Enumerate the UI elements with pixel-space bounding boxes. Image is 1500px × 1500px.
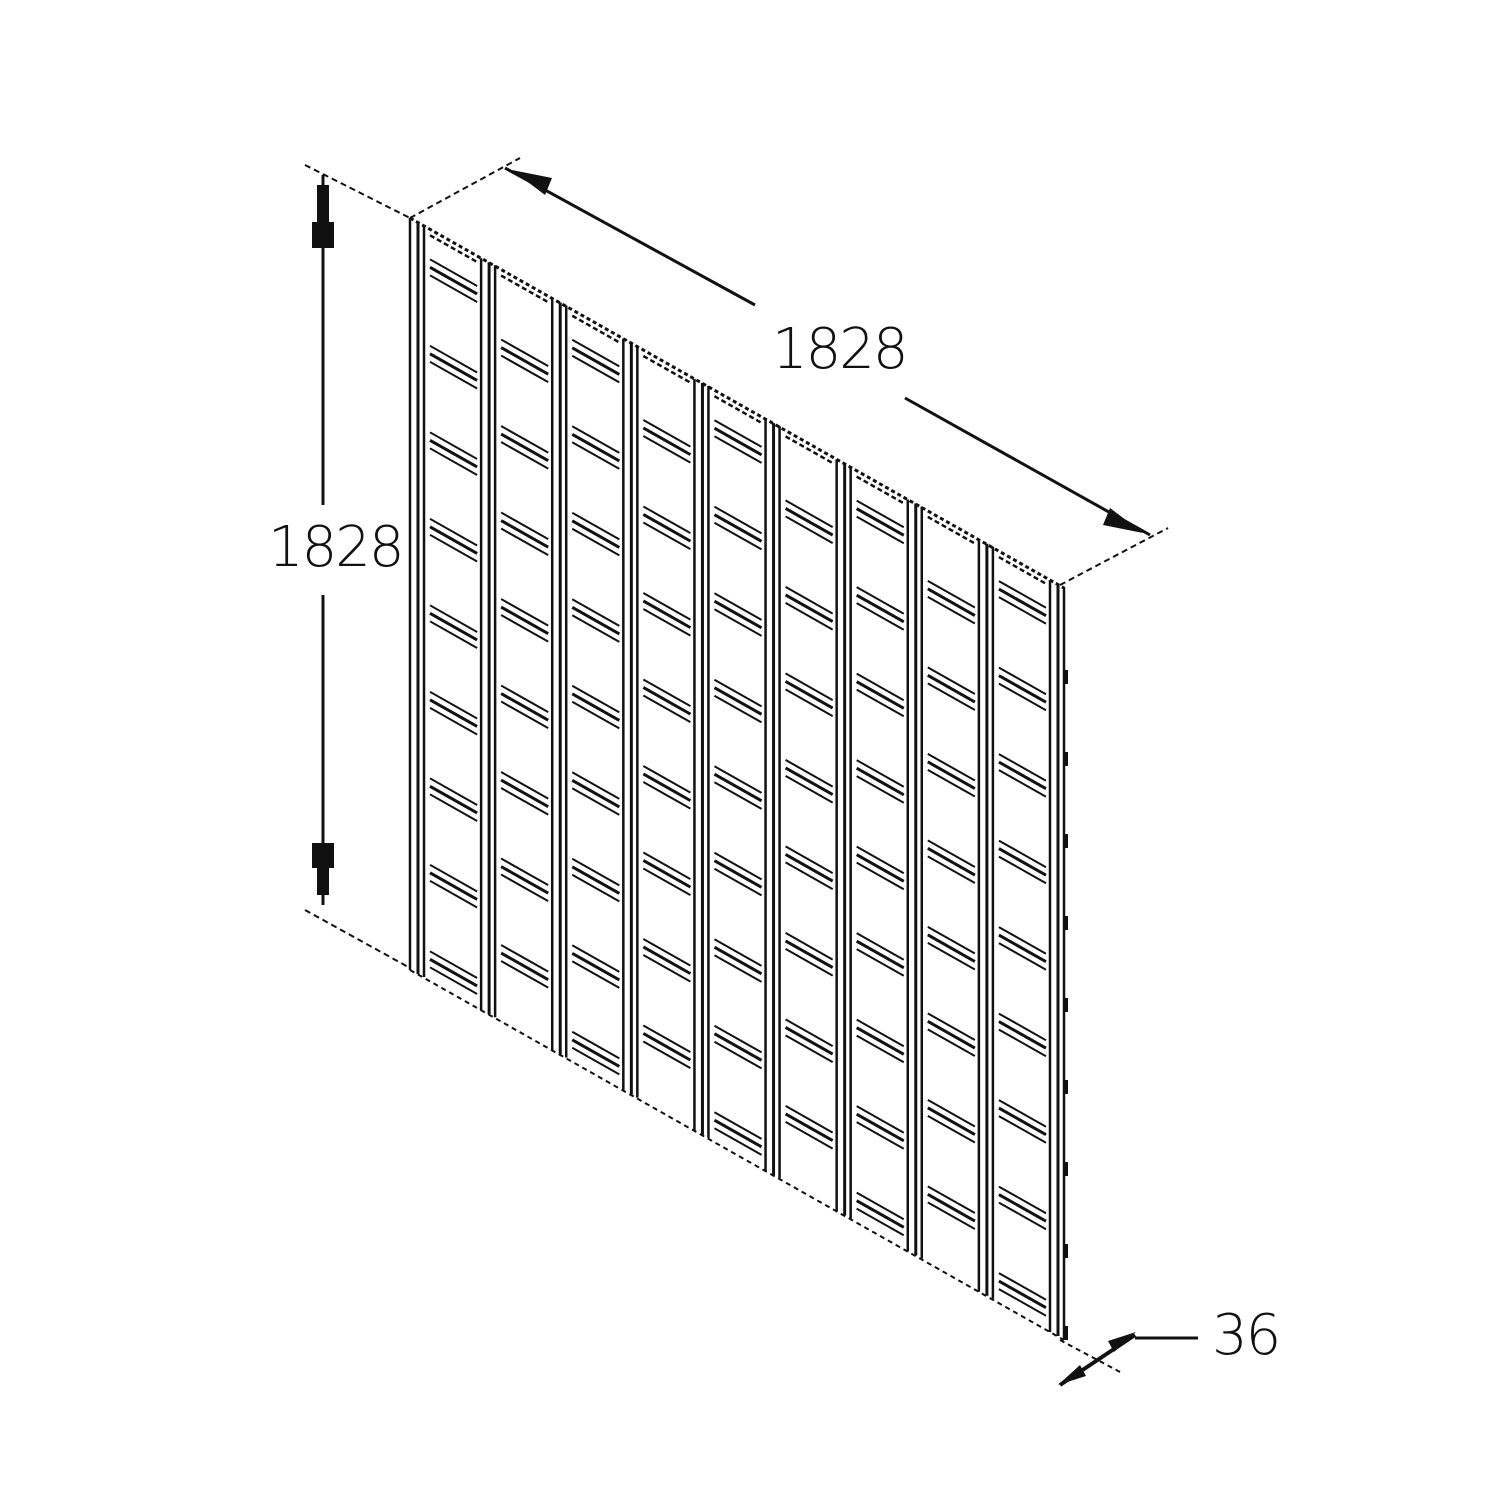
height-dimension — [304, 164, 411, 969]
width-dimension-label: 1828 — [772, 317, 909, 382]
trellis-panel — [408, 216, 1068, 1341]
thickness-dimension — [1058, 1332, 1198, 1387]
thickness-dimension-label: 36 — [1212, 1303, 1281, 1368]
height-dimension-label: 1828 — [268, 515, 405, 580]
width-dimension — [409, 157, 1169, 586]
